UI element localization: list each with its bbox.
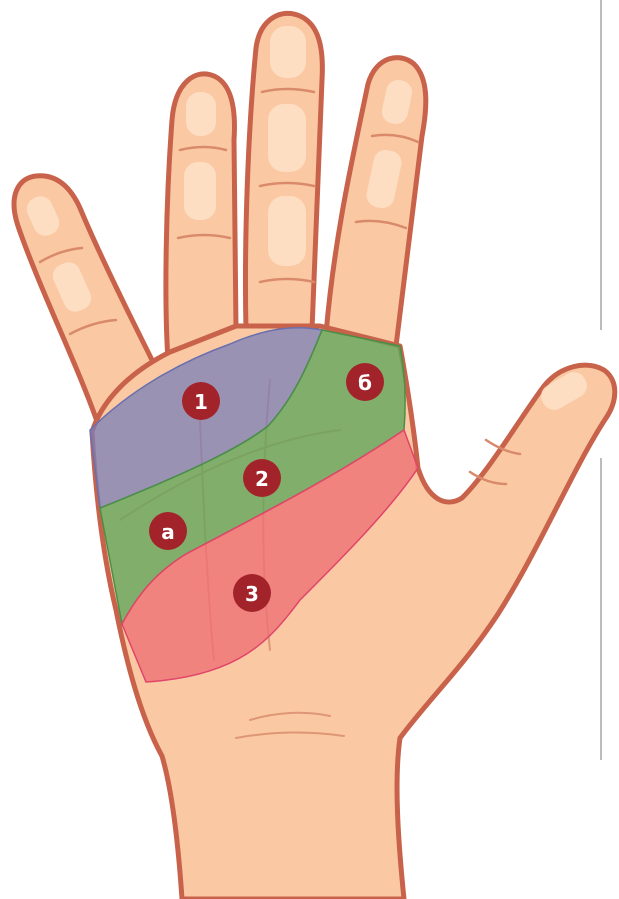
- marker-1: 1: [182, 382, 220, 420]
- marker-2-label: 2: [255, 467, 269, 491]
- marker-b: б: [346, 363, 384, 401]
- marker-1-label: 1: [194, 390, 208, 414]
- marker-3: 3: [233, 574, 271, 612]
- marker-3-label: 3: [245, 582, 259, 606]
- marker-2: 2: [243, 459, 281, 497]
- marker-a: a: [149, 512, 187, 550]
- marker-a-label: a: [161, 520, 175, 544]
- marker-b-label: б: [358, 371, 372, 395]
